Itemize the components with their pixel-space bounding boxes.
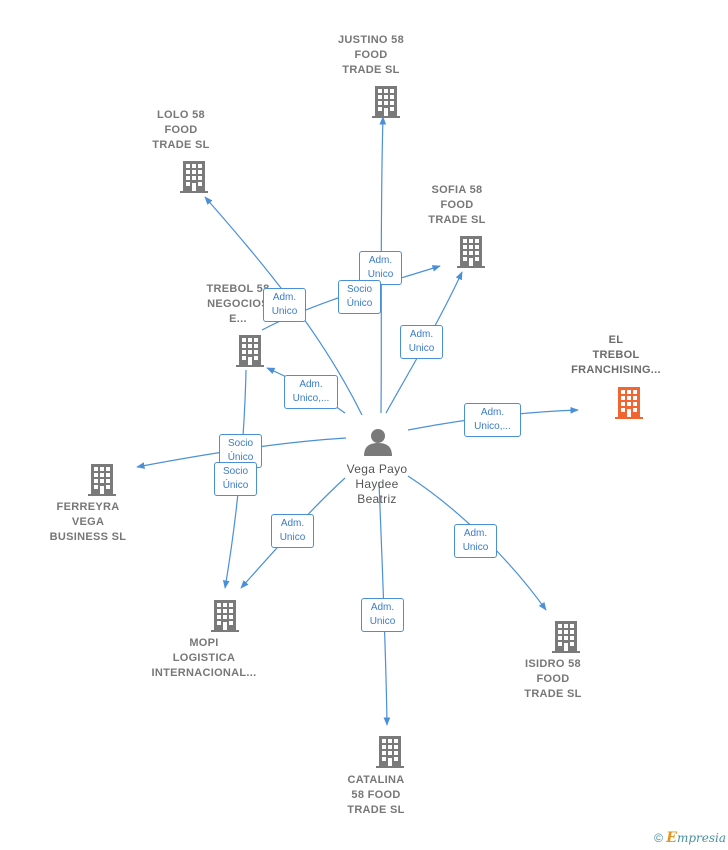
- building-icon-mopi[interactable]: [211, 600, 239, 632]
- building-icon-trebol_neg[interactable]: [236, 335, 264, 367]
- brand-name: mpresia: [676, 831, 726, 845]
- footer-brand: © Empresia: [654, 830, 726, 846]
- relation-label-e_sofia_adm[interactable]: Adm. Unico: [400, 325, 443, 359]
- company-label-line: TRADE SL: [152, 139, 210, 151]
- copyright-symbol: ©: [654, 831, 663, 845]
- relation-label-line: Unico: [279, 532, 306, 543]
- company-label-line: CATALINA: [347, 774, 405, 786]
- person-icon: [364, 429, 392, 456]
- relation-label-line: Único: [346, 298, 373, 309]
- relation-label-line: Adm.: [370, 602, 395, 613]
- company-label-line: E...: [229, 313, 247, 325]
- relation-label-line: Adm.: [409, 329, 434, 340]
- company-label-line: FOOD: [440, 199, 474, 211]
- relation-label-line: Unico: [271, 306, 298, 317]
- building-icon-ferreyra[interactable]: [88, 464, 116, 496]
- person-label-line: Vega Payo: [346, 462, 408, 476]
- company-label-line: FOOD: [164, 124, 198, 136]
- company-label-line: TRADE SL: [524, 688, 582, 700]
- relation-label-line: Único: [222, 480, 249, 491]
- company-label-line: EL: [608, 334, 624, 346]
- relation-label-e_trebol[interactable]: Adm. Unico,...: [284, 375, 338, 409]
- relation-label-line: Adm.: [480, 407, 505, 418]
- relation-label-line: Único: [227, 452, 254, 463]
- company-label-line: ISIDRO 58: [525, 658, 581, 670]
- company-label-line: FRANCHISING...: [571, 364, 661, 376]
- building-icon-eltrebol[interactable]: [615, 387, 643, 419]
- company-label-line: VEGA: [71, 516, 105, 528]
- company-label-line: BUSINESS SL: [49, 531, 127, 543]
- company-label-line: LOLO 58: [157, 109, 205, 121]
- icons: [88, 86, 643, 768]
- building-icon-sofia[interactable]: [457, 236, 485, 268]
- brand-initial: E: [666, 830, 677, 846]
- relation-label-e_catalina[interactable]: Adm. Unico: [361, 598, 404, 632]
- relation-label-e_isidro[interactable]: Adm. Unico: [454, 524, 497, 558]
- company-label-justino[interactable]: JUSTINO 58 FOOD TRADE SL: [306, 33, 436, 78]
- building-icon-lolo[interactable]: [180, 161, 208, 193]
- company-label-catalina[interactable]: CATALINA 58 FOOD TRADE SL: [311, 773, 441, 818]
- relation-label-line: Unico: [367, 269, 394, 280]
- company-label-line: LOGISTICA: [172, 652, 236, 664]
- company-label-line: NEGOCIOS: [207, 298, 269, 310]
- company-label-isidro[interactable]: ISIDRO 58 FOOD TRADE SL: [488, 657, 618, 702]
- company-label-line: TRADE SL: [428, 214, 486, 226]
- relation-label-line: Unico: [408, 343, 435, 354]
- relation-label-line: Unico: [369, 616, 396, 627]
- company-label-eltrebol[interactable]: EL TREBOL FRANCHISING...: [551, 333, 681, 378]
- relation-label-line: Adm.: [272, 292, 297, 303]
- company-label-line: INTERNACIONAL...: [151, 667, 257, 679]
- relation-label-line: Unico,...: [292, 393, 330, 404]
- relation-label-line: Adm.: [299, 379, 323, 390]
- building-icon-catalina[interactable]: [376, 736, 404, 768]
- company-label-line: TRADE SL: [342, 64, 400, 76]
- relation-label-line: Socio: [346, 284, 372, 295]
- relation-label-line: Socio: [222, 466, 248, 477]
- building-icon-justino[interactable]: [372, 86, 400, 118]
- relation-label-e_eltrebol[interactable]: Adm. Unico,...: [464, 403, 521, 437]
- company-label-line: 58 FOOD: [351, 789, 401, 801]
- building-icon-isidro[interactable]: [552, 621, 580, 653]
- relation-label-line: Socio: [227, 438, 253, 449]
- company-label-ferreyra[interactable]: FERREYRA VEGA BUSINESS SL: [23, 500, 153, 545]
- company-label-trebol_neg[interactable]: TREBOL 58 NEGOCIOS E...: [173, 282, 303, 327]
- person-label-line: Haydee: [355, 477, 399, 491]
- company-label-line: JUSTINO 58: [338, 34, 404, 46]
- relation-label-line: Adm.: [463, 528, 488, 539]
- relation-label-line: Adm.: [280, 518, 305, 529]
- person-label-line: Beatriz: [357, 492, 397, 506]
- company-label-line: FOOD: [536, 673, 570, 685]
- company-label-line: MOPI: [189, 637, 219, 649]
- relation-label-line: Unico,...: [474, 421, 511, 432]
- company-label-sofia[interactable]: SOFIA 58 FOOD TRADE SL: [392, 183, 522, 228]
- company-label-line: TRADE SL: [347, 804, 405, 816]
- company-label-line: SOFIA 58: [431, 184, 483, 196]
- company-label-mopi[interactable]: MOPI LOGISTICA INTERNACIONAL...: [139, 636, 269, 681]
- relation-label-line: Adm.: [368, 255, 393, 266]
- relation-label-line: Unico: [462, 542, 489, 553]
- relation-label-e_lolo[interactable]: Adm. Unico: [263, 288, 306, 322]
- company-label-line: FERREYRA: [56, 501, 120, 513]
- relation-label-e_mopi_adm[interactable]: Adm. Unico: [271, 514, 314, 548]
- company-label-line: TREBOL: [592, 349, 640, 361]
- company-label-line: FOOD: [354, 49, 388, 61]
- company-label-line: TREBOL 58: [206, 283, 270, 295]
- company-label-lolo[interactable]: LOLO 58 FOOD TRADE SL: [116, 108, 246, 153]
